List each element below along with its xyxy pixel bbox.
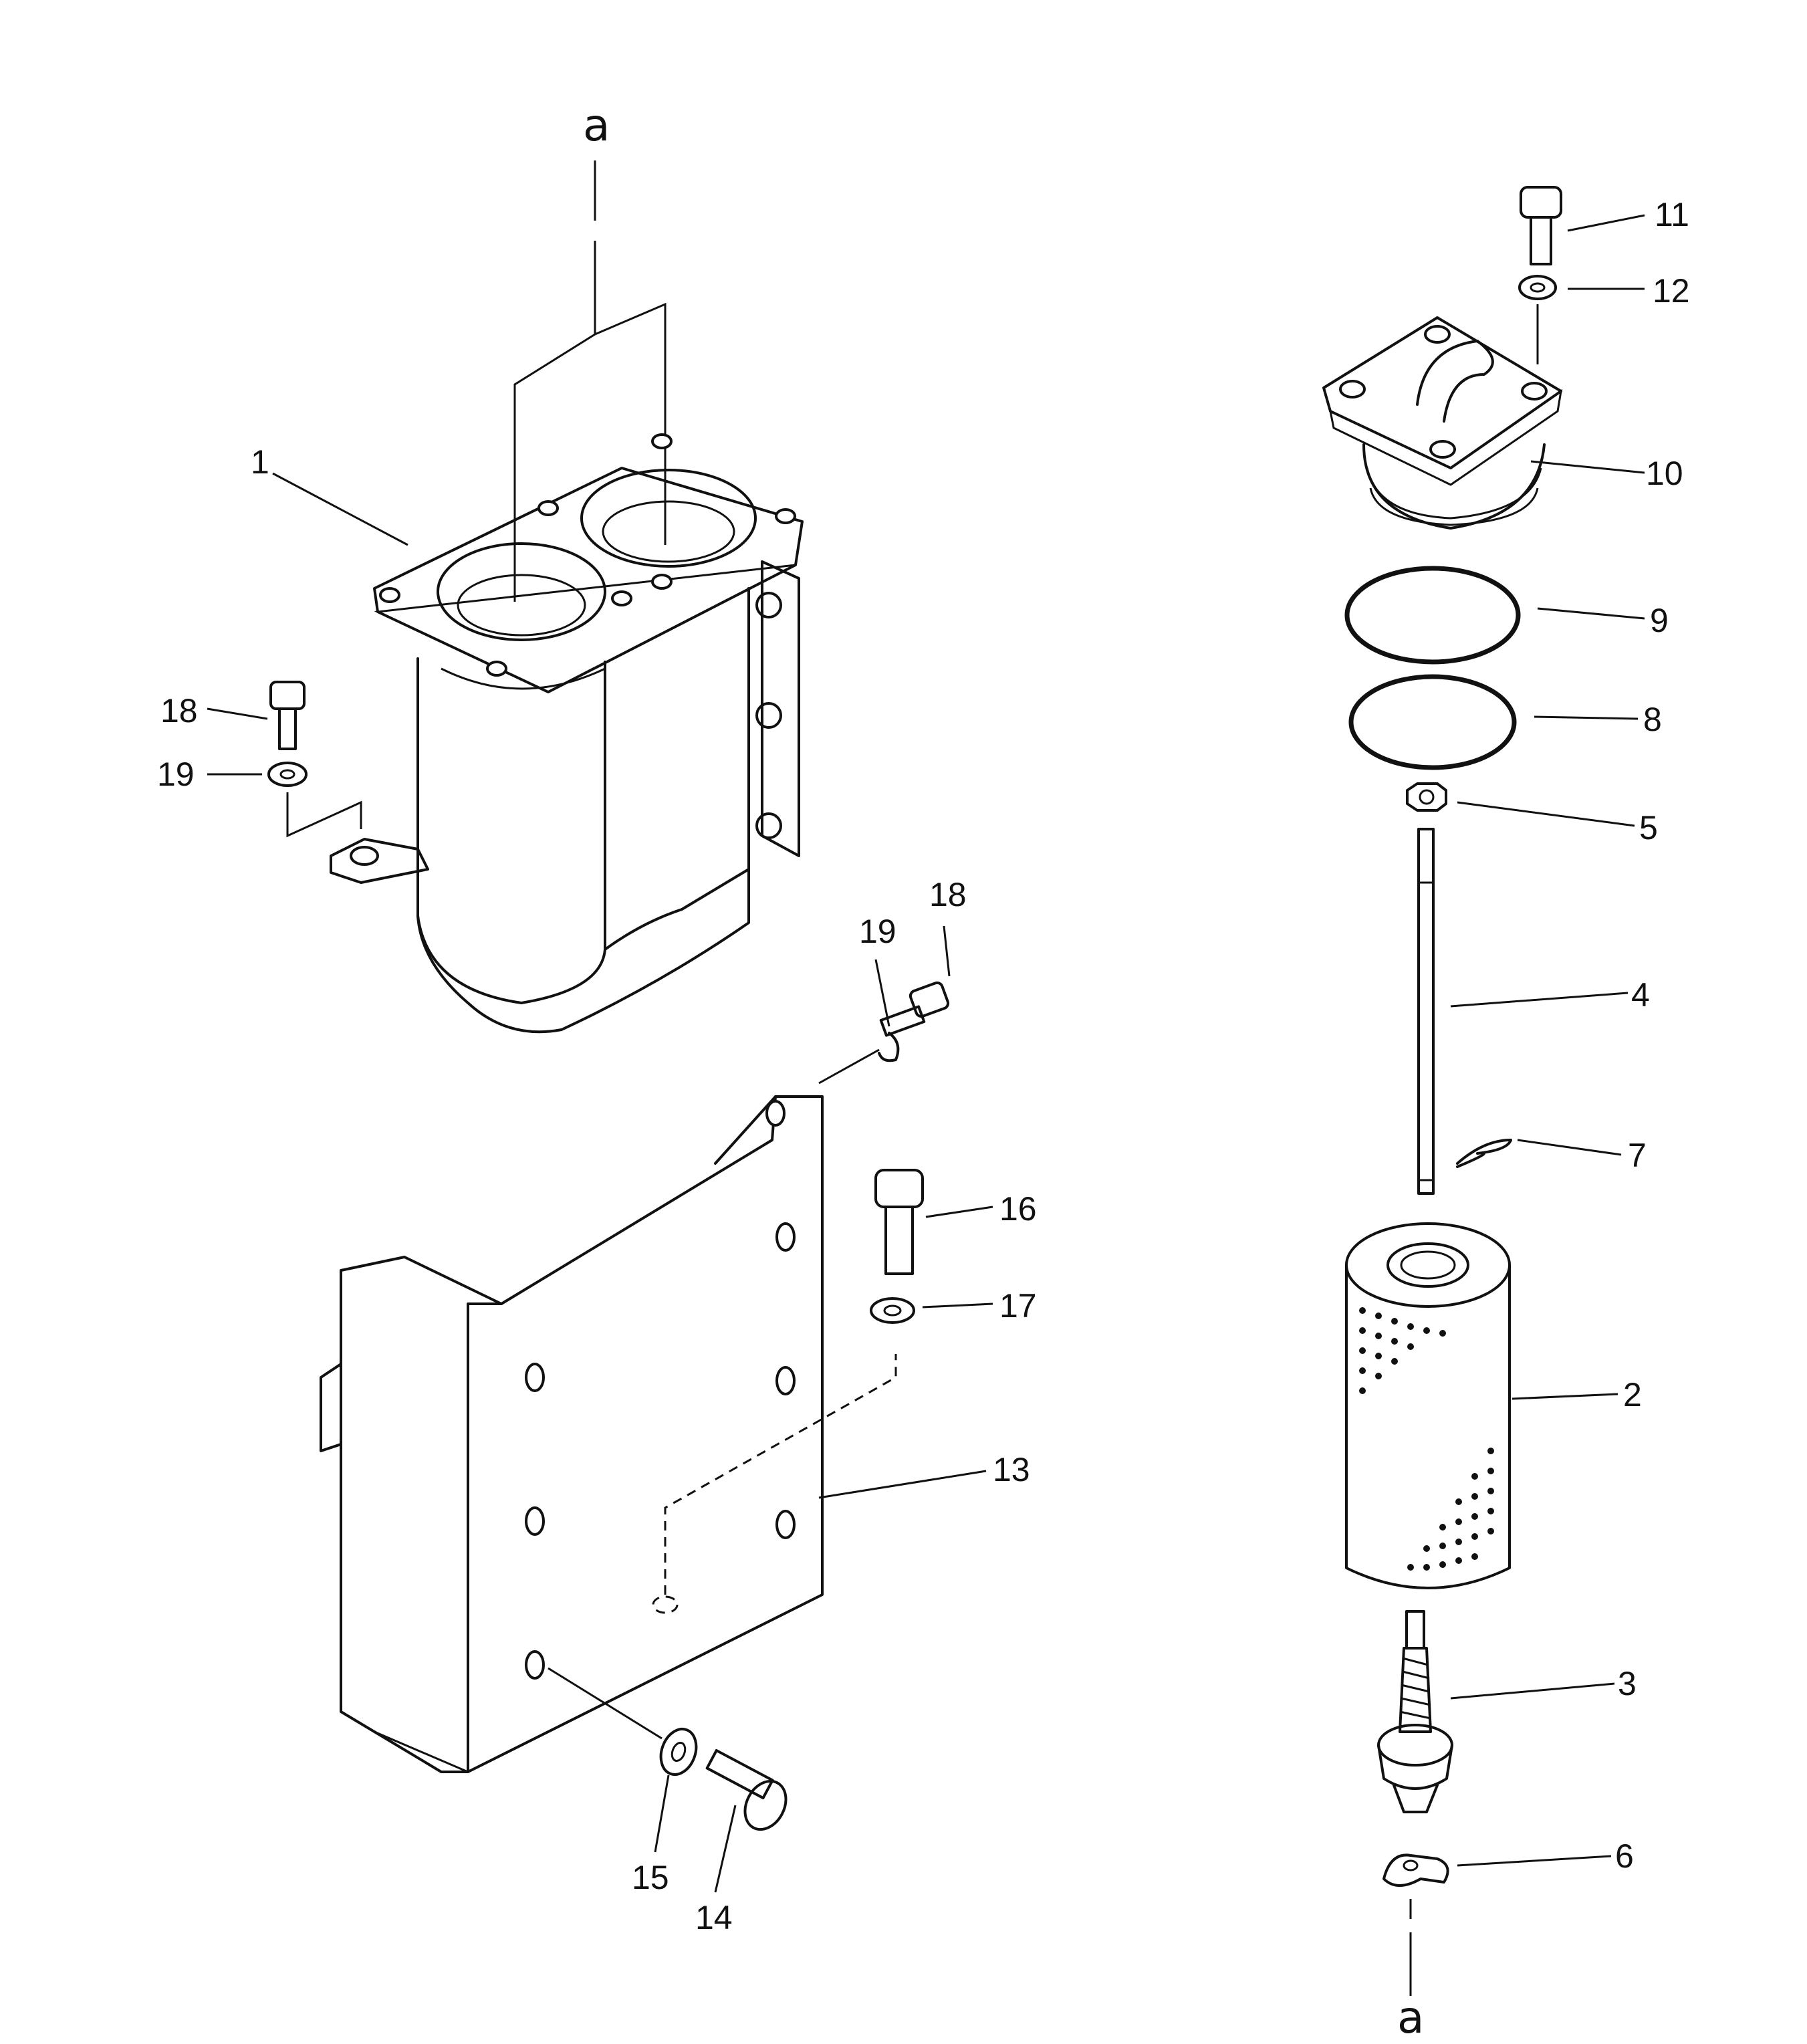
mounting-bracket [320, 1095, 897, 1773]
bolt-14 [705, 1748, 788, 1831]
wing-cap-6 [1382, 1853, 1449, 1887]
drain-valve-3 [1377, 1610, 1453, 1813]
washer-19-left [267, 762, 308, 787]
reference-arrow-top: a [513, 100, 667, 602]
callout-11: 11 [1655, 196, 1689, 233]
filter-element-2 [1345, 1222, 1511, 1589]
callout-17: 17 [999, 1287, 1037, 1325]
reference-mark-bottom: a [1397, 1992, 1424, 2043]
filter-housing [330, 433, 804, 1034]
bolt-18-left [269, 681, 306, 750]
washer-19-mid [878, 1032, 900, 1062]
washer-15 [659, 1728, 698, 1776]
reference-arrow-bottom: a [1397, 1899, 1424, 2043]
callout-13: 13 [993, 1451, 1030, 1488]
callout-3: 3 [1618, 1665, 1637, 1702]
nut-5 [1406, 782, 1447, 812]
callout-16: 16 [999, 1190, 1037, 1228]
callout-4: 4 [1631, 976, 1650, 1014]
callout-18-left: 18 [160, 692, 198, 729]
cover-10 [1322, 316, 1563, 530]
reference-mark-top: a [583, 100, 610, 151]
bolt-11 [1520, 186, 1562, 265]
callout-1: 1 [251, 443, 269, 481]
callout-2: 2 [1623, 1376, 1642, 1413]
callout-10: 10 [1646, 455, 1683, 492]
callout-8: 8 [1643, 701, 1662, 738]
clip-7 [1456, 1139, 1512, 1168]
callout-9: 9 [1650, 602, 1669, 639]
callout-labels: 1 18 19 19 18 16 17 13 15 14 11 12 10 9 … [157, 196, 1690, 1936]
callout-14: 14 [695, 1899, 733, 1936]
callout-6: 6 [1615, 1837, 1634, 1875]
o-ring-8 [1348, 674, 1517, 770]
leader-lines [207, 214, 1645, 1893]
bolt-16 [874, 1169, 924, 1275]
callout-7: 7 [1628, 1137, 1647, 1174]
center-rod-4 [1417, 828, 1435, 1195]
washer-12 [1518, 275, 1557, 300]
callout-18-mid: 18 [929, 876, 967, 913]
bolt-18-mid [879, 981, 950, 1037]
callout-19-left: 19 [157, 756, 195, 793]
callout-12: 12 [1653, 272, 1690, 310]
callout-15: 15 [632, 1859, 669, 1896]
washer-17 [870, 1297, 915, 1324]
callout-19-mid: 19 [859, 913, 896, 950]
callout-5: 5 [1639, 809, 1658, 846]
o-ring-9 [1344, 566, 1521, 665]
